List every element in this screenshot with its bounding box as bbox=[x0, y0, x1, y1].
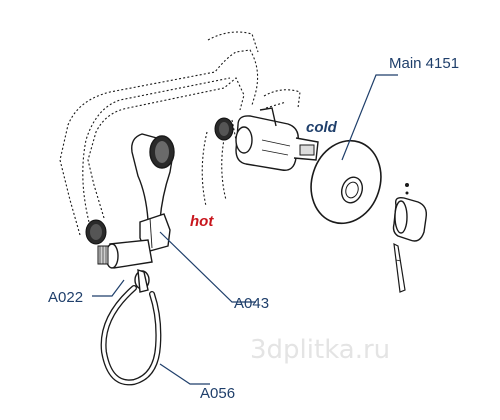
label-a043: A043 bbox=[234, 295, 269, 312]
hot-outlet-ring bbox=[214, 117, 234, 141]
escutcheon-plate bbox=[310, 139, 382, 225]
watermark-text: 3dplitka.ru bbox=[250, 335, 390, 365]
left-outlet-ring bbox=[85, 219, 107, 245]
leader-a043 bbox=[159, 231, 256, 303]
leader-lines bbox=[92, 74, 398, 385]
label-cold: cold bbox=[306, 119, 338, 136]
wall-connection-valve bbox=[97, 239, 153, 293]
handle-knob bbox=[392, 183, 428, 293]
label-main-4151: Main 4151 bbox=[389, 55, 459, 72]
label-a056: A056 bbox=[200, 385, 235, 402]
label-hot: hot bbox=[190, 213, 214, 230]
dotted-pipework bbox=[59, 31, 301, 236]
shower-head bbox=[131, 133, 175, 249]
label-a022: A022 bbox=[48, 289, 83, 306]
leader-a022 bbox=[92, 279, 125, 297]
flexible-hose bbox=[100, 285, 162, 386]
leader-main-4151 bbox=[341, 74, 398, 161]
mixer-body bbox=[235, 107, 319, 171]
leader-a056 bbox=[159, 363, 210, 385]
